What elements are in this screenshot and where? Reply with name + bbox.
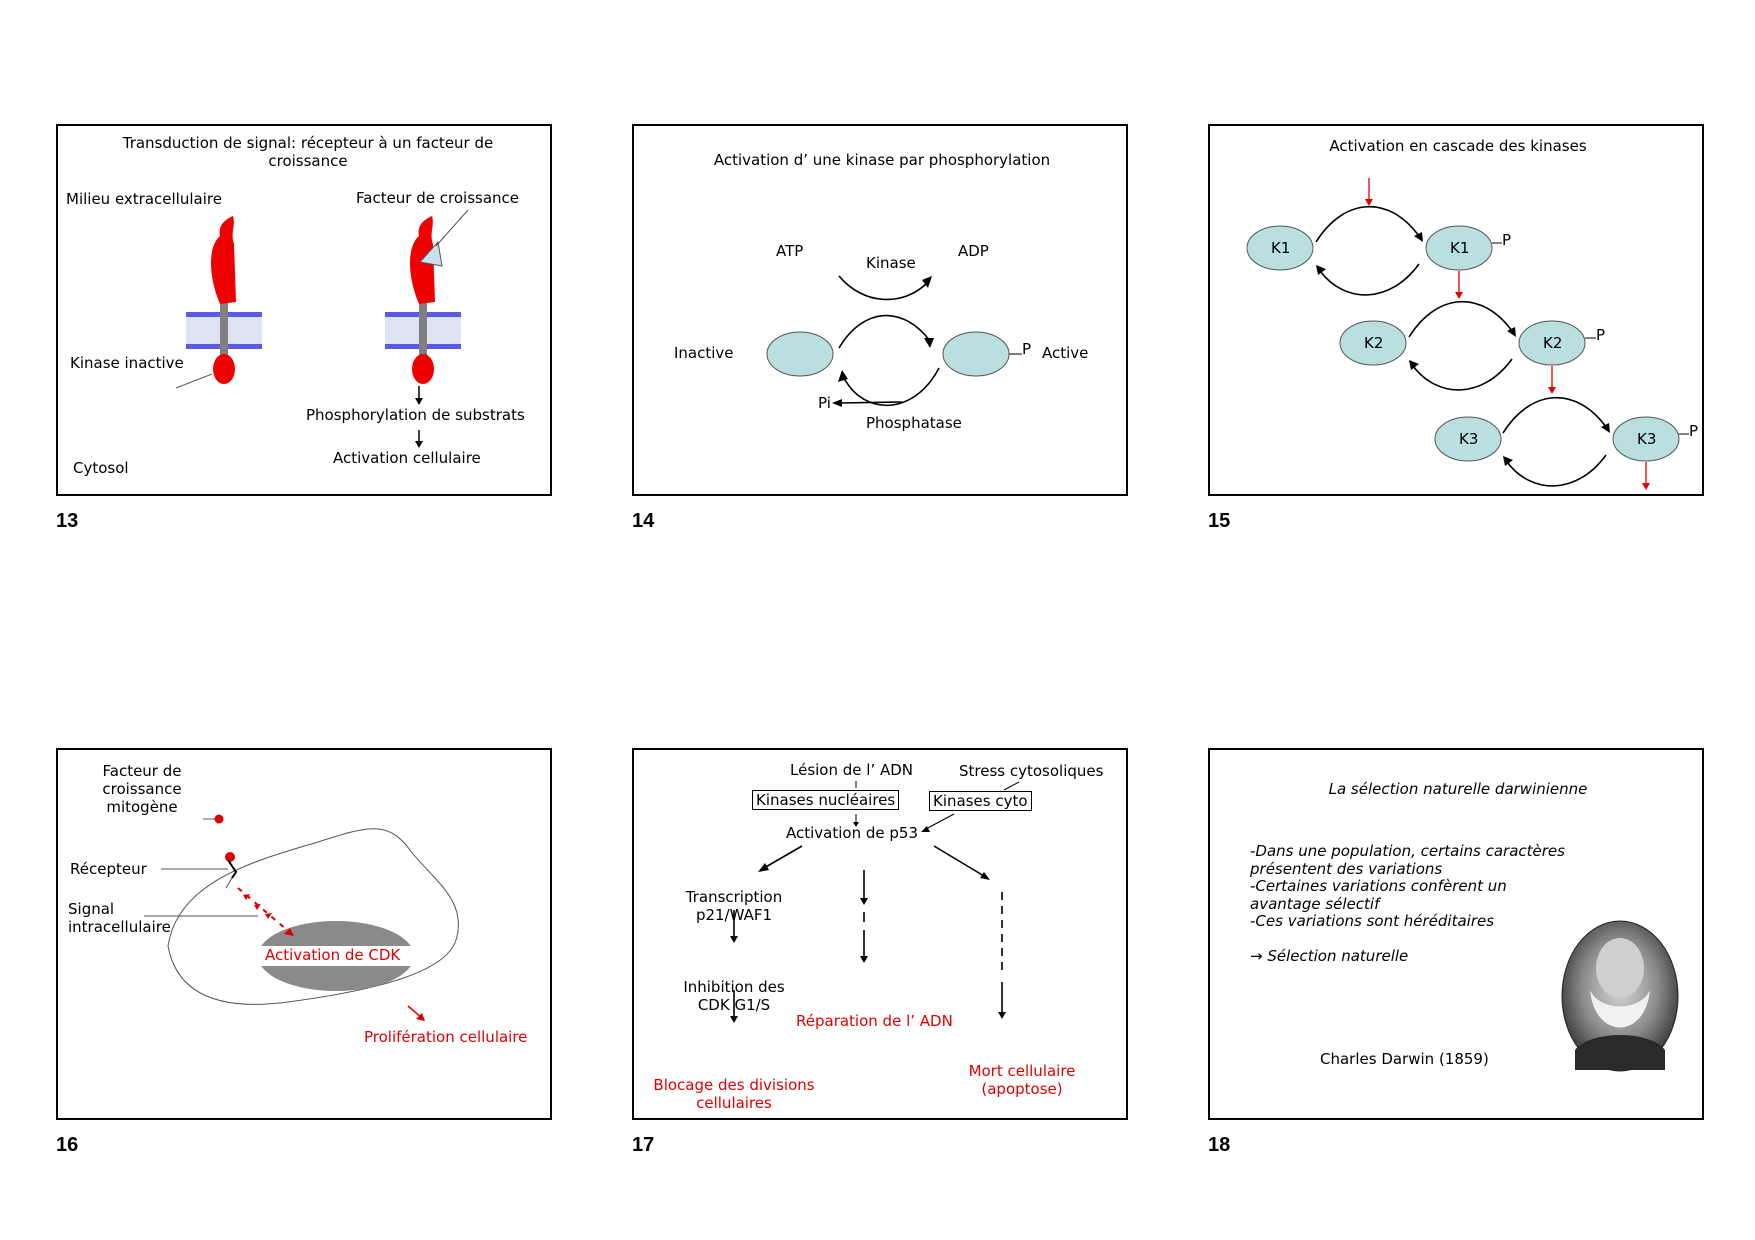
recepteur-label: Récepteur [70,860,147,878]
slide-number: 14 [632,510,655,532]
k2-active-label: K2 [1543,334,1563,352]
kinases-cyto-box: Kinases cyto [929,791,1032,811]
atp-label: ATP [776,242,804,260]
slide-17: Lésion de l’ ADN Stress cytosoliques Kin… [632,748,1128,1120]
slide-title: Activation d’ une kinase par phosphoryla… [713,151,1051,169]
p-label: P [1502,231,1512,249]
activation-p53-label: Activation de p53 [786,824,918,842]
mort-label: Mort cellulaire (apoptose) [968,1062,1076,1098]
kinases-nucl-box: Kinases nucléaires [752,790,900,810]
phospho-label: Phosphorylation de substrats [306,406,525,424]
slide-title: La sélection naturelle darwinienne [1328,780,1588,798]
kinase-label: Kinase [866,254,916,272]
p53-pathway-diagram [730,781,1020,1023]
signal-label: Signal intracellulaire [68,900,171,936]
p-label: P [1596,326,1606,344]
stress-label: Stress cytosoliques [959,762,1104,780]
slide-title: Transduction de signal: récepteur à un f… [122,134,494,170]
blocage-label: Blocage des divisions cellulaires [653,1076,815,1112]
slide-13: Transduction de signal: récepteur à un f… [56,124,552,496]
darwin-portrait [1561,920,1679,1072]
bullet-3: -Ces variations sont héréditaires [1250,912,1495,930]
bullet-2: -Certaines variations confèrent un avant… [1250,877,1507,913]
kinase-cascade-diagram [1246,178,1689,490]
p-label: P [1689,422,1699,440]
milieu-label: Milieu extracellulaire [66,190,222,208]
author-label: Charles Darwin (1859) [1320,1050,1489,1068]
slide-number: 13 [56,510,79,532]
transcription-label: Transcription p21/WAF1 [685,888,783,924]
facteur-label: Facteur de croissance mitogène [102,762,182,816]
adp-label: ADP [958,242,989,260]
slide-15: Activation en cascade des kinases K1 K1 … [1208,124,1704,496]
cytosol-label: Cytosol [73,459,129,477]
conclusion: → Sélection naturelle [1250,947,1409,965]
slide-16: Facteur de croissance mitogène Récepteur… [56,748,552,1120]
receptor-diagram [175,209,469,448]
k2-inactive-label: K2 [1364,334,1384,352]
activation-cdk-label: Activation de CDK [265,946,401,964]
bullet-1: -Dans une population, certains caractère… [1250,842,1565,878]
slide-14: Activation d’ une kinase par phosphoryla… [632,124,1128,496]
pi-label: Pi [818,394,831,412]
slide-number: 18 [1208,1134,1231,1156]
phosphorylation-diagram [766,275,1022,407]
phosphatase-label: Phosphatase [866,414,962,432]
k1-active-label: K1 [1450,239,1470,257]
k3-inactive-label: K3 [1459,430,1479,448]
slide-number: 16 [56,1134,79,1156]
slide-18: La sélection naturelle darwinienne -Dans… [1208,748,1704,1120]
activation-label: Activation cellulaire [333,449,481,467]
proliferation-label: Prolifération cellulaire [364,1028,528,1046]
k1-inactive-label: K1 [1271,239,1291,257]
slide-number: 15 [1208,510,1231,532]
slide-title: Activation en cascade des kinases [1329,137,1587,155]
facteur-label: Facteur de croissance [356,189,519,207]
inhibition-label: Inhibition des CDK G1/S [683,978,785,1014]
reparation-label: Réparation de l’ ADN [796,1012,953,1030]
cell-diagram [144,814,459,1021]
lesion-label: Lésion de l’ ADN [790,761,914,779]
p-label: P [1022,340,1032,358]
inactive-label: Inactive [674,344,734,362]
kinase-inactive-label: Kinase inactive [70,354,184,372]
active-label: Active [1042,344,1089,362]
slide-number: 17 [632,1134,655,1156]
k3-active-label: K3 [1637,430,1657,448]
